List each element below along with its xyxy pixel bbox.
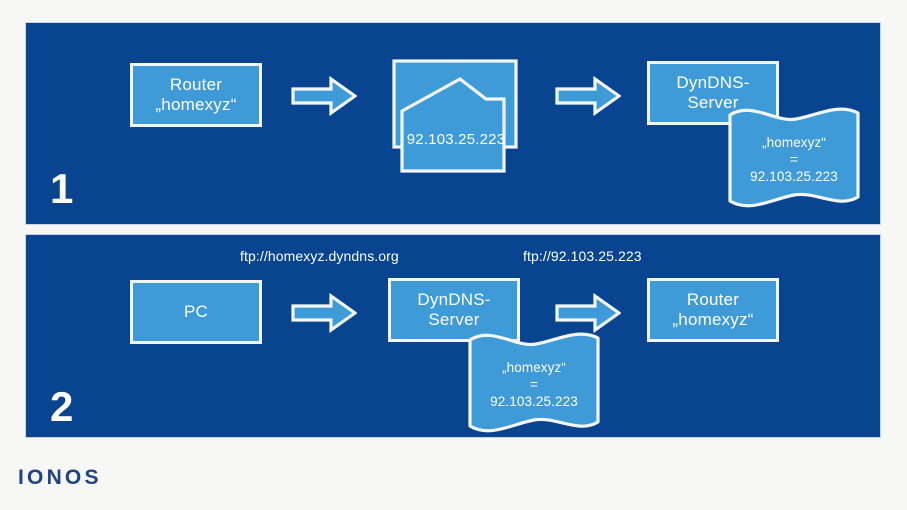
step-2-panel: 2 ftp://homexyz.dyndns.org ftp://92.103.… xyxy=(25,234,881,438)
step-2-flag-line-2: = xyxy=(530,377,538,392)
step-1-arrow-2 xyxy=(555,76,621,116)
arrow-right-icon xyxy=(555,76,621,116)
step-2-arrow-2 xyxy=(555,293,621,333)
step-2-record-flag: „homexyz“ = 92.103.25.223 xyxy=(466,330,602,436)
step-2-arrow-1 xyxy=(291,293,357,333)
step-1-record-flag: „homexyz“ = 92.103.25.223 xyxy=(726,105,862,211)
step-1-flag-line-1: „homexyz“ xyxy=(762,135,826,150)
arrow-right-icon xyxy=(291,76,357,116)
step-1-arrow-1 xyxy=(291,76,357,116)
step-2-router-box: Router „homexyz“ xyxy=(647,278,779,342)
step-1-panel: 1 Router „homexyz“ 92.103.25.223 xyxy=(25,22,881,225)
arrow-right-icon xyxy=(555,293,621,333)
step-1-envelope-ip: 92.103.25.223 xyxy=(406,131,506,148)
flag-banner-shape xyxy=(728,107,860,208)
step-1-number: 1 xyxy=(50,165,74,212)
step-2-caption-left: ftp://homexyz.dyndns.org xyxy=(240,248,399,264)
step-1-flag-line-2: = xyxy=(790,152,798,167)
step-1-flag-line-3: 92.103.25.223 xyxy=(750,169,838,184)
step-2-pc-box: PC xyxy=(130,280,262,344)
step-1-envelope: 92.103.25.223 xyxy=(386,57,526,177)
step-2-dyndns-box: DynDNS- Server xyxy=(388,278,520,342)
arrow-right-icon xyxy=(291,293,357,333)
step-2-flag-line-1: „homexyz“ xyxy=(502,360,566,375)
ionos-logo: IONOS xyxy=(18,466,102,489)
step-2-number: 2 xyxy=(50,383,74,430)
step-1-router-box: Router „homexyz“ xyxy=(130,63,262,127)
step-2-flag-line-3: 92.103.25.223 xyxy=(490,394,578,409)
step-2-caption-right: ftp://92.103.25.223 xyxy=(523,248,642,264)
flag-banner-shape xyxy=(468,332,600,433)
envelope-front-body xyxy=(400,77,506,173)
